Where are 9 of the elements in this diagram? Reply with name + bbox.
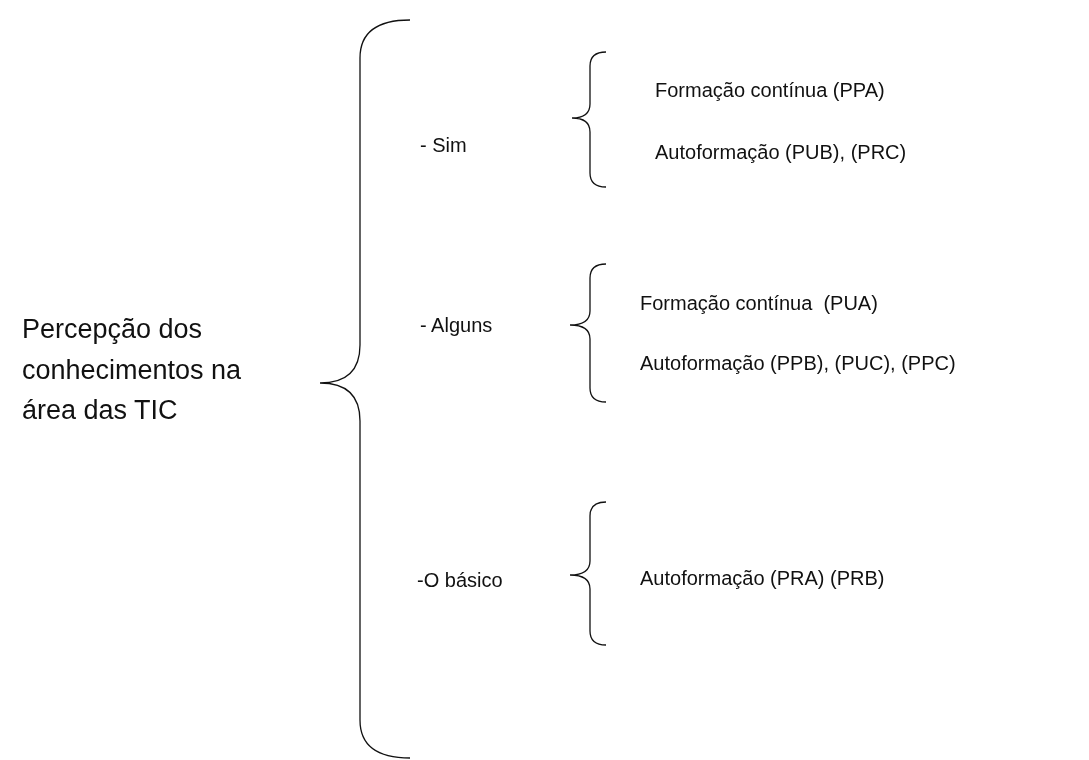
item-label: -O básico: [417, 568, 503, 593]
item-label: - Sim: [420, 133, 467, 158]
item-label: Formação contínua (PUA): [640, 291, 878, 316]
item-label: Autoformação (PRA) (PRB): [640, 566, 885, 591]
item-label: Formação contínua (PPA): [655, 78, 885, 103]
topic-label: Percepção dos conhecimentos na área das TIC: [22, 313, 243, 428]
item-label: Autoformação (PUB), (PRC): [655, 140, 907, 165]
item-label: - Alguns: [420, 313, 493, 338]
item-label: Autoformação (PPB), (PUC), (PPC): [640, 351, 956, 376]
